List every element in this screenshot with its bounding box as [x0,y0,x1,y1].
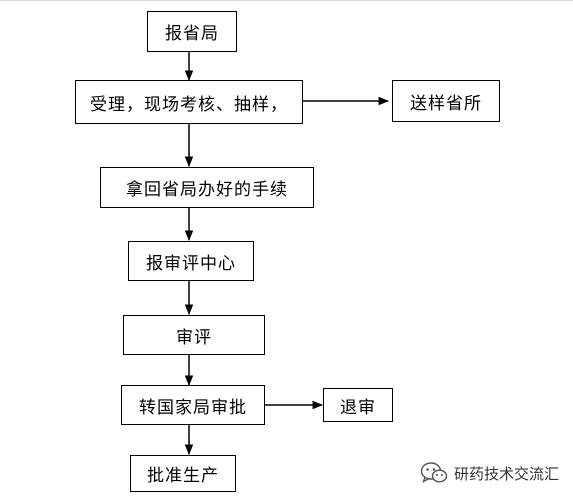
top-border-line [0,0,573,1]
flow-box-step1: 报省局 [147,11,237,52]
wechat-icon [420,462,448,483]
watermark-text: 研药技术交流汇 [454,464,560,483]
flow-box-step4: 报审评中心 [128,241,254,281]
flow-box-step2: 受理，现场考核、抽样， [75,80,303,124]
flow-box-side2: 退审 [323,388,393,422]
flow-box-side1: 送样省所 [392,80,500,122]
flow-box-step7: 批准生产 [130,455,236,492]
flow-box-step5: 审评 [123,315,265,355]
flow-box-step3: 拿回省局办好的手续 [100,167,314,208]
watermark: 研药技术交流汇 [420,458,559,488]
flow-box-step6: 转国家局审批 [121,385,265,425]
